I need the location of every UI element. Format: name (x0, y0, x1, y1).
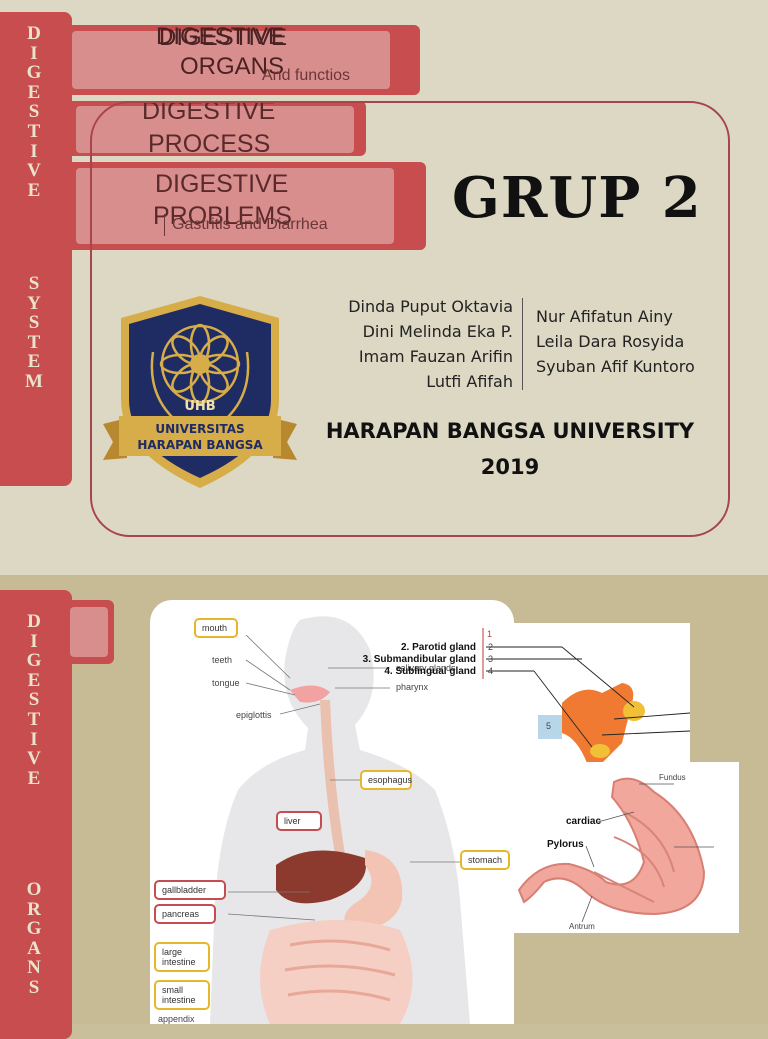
side-title-letter: N (27, 957, 41, 979)
stomach-diagram: Fundus cardiac Pylorus Antrum (514, 762, 739, 933)
side-title-letter: E (27, 669, 41, 691)
tab-title-line1: DIGESTIVE (159, 24, 288, 51)
side-title-letter: G (26, 62, 42, 84)
label-appendix: appendix (158, 1014, 195, 1024)
side-title-letter: S (28, 976, 40, 998)
side-title-letter: I (30, 728, 38, 750)
member-name: Imam Fauzan Arifin (358, 347, 513, 366)
label-n2: 2 (488, 642, 494, 652)
member-name: Syuban Afif Kuntoro (536, 357, 695, 376)
tab-subtitle: And functios (262, 67, 351, 84)
member-name: Dini Melinda Eka P. (362, 322, 513, 341)
side-title-letter: S (28, 689, 40, 711)
year: 2019 (480, 455, 540, 479)
side-title-letter: Y (27, 292, 41, 314)
label-gallbladder: gallbladder (154, 880, 226, 900)
label-liver: liver (276, 811, 322, 831)
side-title-letter: I (30, 140, 38, 162)
salivary-gland-diagram: 2. Parotid gland 3. Submandibular gland … (352, 623, 690, 763)
label-small-intestine: small intestine (154, 980, 210, 1010)
side-title-letter: E (27, 81, 41, 103)
title-frame (90, 101, 730, 537)
label-n5: 5 (546, 721, 552, 731)
tab-title-line2: PROCESS (148, 130, 271, 158)
member-name: Nur Afifatun Ainy (536, 307, 673, 326)
side-title-letter: O (26, 879, 42, 900)
tab-title-line2: ORGANS (180, 53, 285, 80)
members-divider (522, 298, 523, 390)
side-title-letter: T (27, 120, 41, 142)
member-name: Dinda Puput Oktavia (348, 297, 513, 316)
side-title-letter: S (28, 101, 40, 123)
side-title-letter: D (27, 23, 41, 44)
label-n3: 3 (488, 654, 494, 664)
tab-stub[interactable] (64, 600, 114, 664)
members-left: Dinda Puput Oktavia Dini Melinda Eka P. … (300, 294, 513, 394)
tab-title-line1: DIGESTIVE (155, 170, 289, 198)
tab-digestive-organs[interactable]: DIGESTIVE DIGESTIVE ORGANS And functios (60, 23, 420, 95)
side-title-letter: A (27, 937, 41, 959)
side-title-letter: E (27, 351, 41, 373)
side-title-letter: R (27, 898, 41, 920)
side-title-letter: S (28, 273, 40, 294)
label-teeth: teeth (212, 655, 233, 665)
members-right: Nur Afifatun Ainy Leila Dara Rosyida Syu… (536, 304, 695, 379)
label-n1: 1 (487, 629, 493, 639)
member-name: Leila Dara Rosyida (536, 332, 685, 351)
tab-title-line2: PROBLEMS (153, 202, 292, 230)
label-mouth: mouth (194, 618, 238, 638)
member-name: Lutfi Afifah (426, 372, 513, 391)
label-stomach: stomach (460, 850, 510, 870)
tab-title-overlap: DIGESTIVE (156, 23, 285, 50)
side-title-letter: T (27, 708, 41, 730)
label-cardiac: cardiac (566, 816, 602, 827)
label-parotid: 2. Parotid gland (400, 642, 476, 653)
logo-abbr: UHB (184, 399, 215, 414)
logo-ribbon-line2: HARAPAN BANGSA (137, 438, 263, 452)
side-title-letter: V (27, 160, 41, 182)
label-tongue: tongue (212, 678, 240, 688)
logo-ribbon-line1: UNIVERSITAS (155, 422, 244, 436)
university-title: HARAPAN BANGSA UNIVERSITY (325, 419, 695, 443)
label-fundus: Fundus (659, 773, 686, 782)
label-large-intestine: large intestine (154, 942, 210, 972)
side-title-letter: M (25, 370, 43, 392)
label-sublingual: 4. Sublingual gland (384, 666, 476, 677)
side-title-letter: D (27, 611, 41, 632)
side-title-letter: E (27, 179, 41, 201)
side-title-letter: T (27, 331, 41, 353)
side-title-letter: V (27, 748, 41, 770)
university-name: HARAPAN BANGSA UNIVERSITY 2019 (300, 413, 720, 485)
side-title-letter: G (26, 650, 42, 672)
label-salivary: salivary glands (396, 663, 456, 673)
label-epiglottis: epiglottis (236, 710, 272, 720)
label-pancreas: pancreas (154, 904, 216, 924)
university-logo: UHB UNIVERSITAS HARAPAN BANGSA (103, 292, 297, 492)
label-esophagus: esophagus (360, 770, 412, 790)
label-antrum: Antrum (569, 922, 595, 931)
tab-subtitle: Gastritis and Diarrhea (172, 216, 328, 233)
side-title-letter: I (30, 630, 38, 652)
label-submandibular: 3. Submandibular gland (362, 654, 476, 665)
label-n4: 4 (488, 666, 494, 676)
label-pharynx: pharynx (396, 682, 429, 692)
side-title-letter: S (28, 312, 40, 334)
side-title-letter: I (30, 42, 38, 64)
tab-digestive-problems[interactable]: DIGESTIVE PROBLEMS Gastritis and Diarrhe… (60, 162, 426, 250)
side-title-letter: E (27, 767, 41, 789)
side-title-letter: G (26, 918, 42, 940)
group-title: GRUP 2 (452, 165, 702, 231)
label-pylorus: Pylorus (547, 839, 584, 850)
body-diagram: mouth teeth tongue epiglottis salivary g… (150, 600, 514, 1024)
